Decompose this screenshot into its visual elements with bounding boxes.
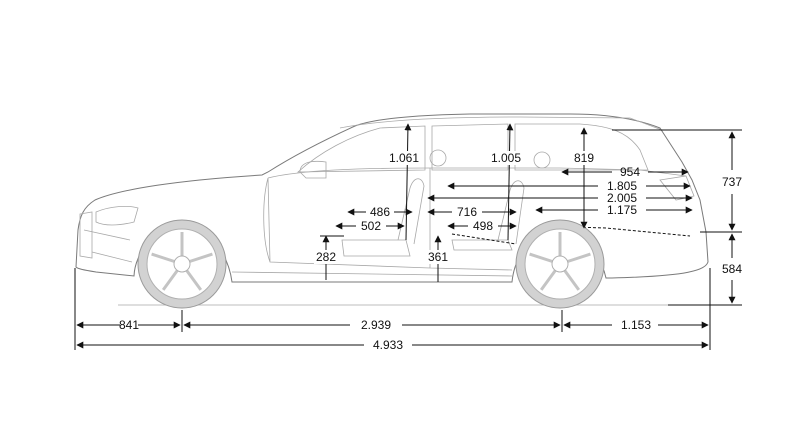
body-height-label: 584 [722,262,742,276]
front-grille [79,211,133,263]
rear-overhang-label: 1.153 [621,318,651,332]
front-overhang-label: 841 [119,318,139,332]
wheelbase-label: 2.939 [361,318,391,332]
extension-lines [74,129,742,350]
side-mirror [299,160,327,179]
front-legroom-label: 502 [361,219,381,233]
height-dimensions: 737 584 [722,131,742,304]
rear-seat-depth-label: 716 [457,205,477,219]
interior-horizontal-dimensions: 954 1.805 2.005 1.175 486 502 716 498 [335,165,693,233]
cargo-height-label: 819 [574,151,594,165]
headlight [95,205,139,226]
side-windows [296,123,649,173]
front-seat [341,178,425,257]
front-seat-depth-label: 486 [370,205,390,219]
sill-line [231,271,513,277]
door-lines [263,168,513,271]
front-headroom-arrow [404,123,412,241]
length-dimensions: 841 2.939 1.153 4.933 [76,318,709,352]
tail-light [659,175,695,201]
front-headroom-label: 1.061 [389,151,419,165]
interior-vertical-dimensions: 1.061 1.005 819 282 361 [314,123,598,282]
cargo-1805-label: 1.805 [607,179,637,193]
rear-wheel [515,219,605,309]
car-side-view [75,113,712,306]
front-wheel [137,219,227,309]
roof-height-label: 737 [722,175,742,189]
roof-rail [339,116,663,131]
rear-headroom-arrow [506,123,514,241]
rear-headrest [533,151,551,169]
rear-legroom-label: 498 [473,219,493,233]
rear-seat-fold-line [451,233,517,245]
rear-headroom-label: 1.005 [491,151,521,165]
overall-length-label: 4.933 [373,338,403,352]
front-seat-height-label: 282 [316,250,336,264]
cargo-2005-label: 2.005 [607,191,637,205]
cargo-floor-label: 1.175 [607,203,637,217]
rear-seat-height-label: 361 [428,250,448,264]
cargo-upper-label: 954 [620,165,640,179]
front-headrest [429,149,447,167]
